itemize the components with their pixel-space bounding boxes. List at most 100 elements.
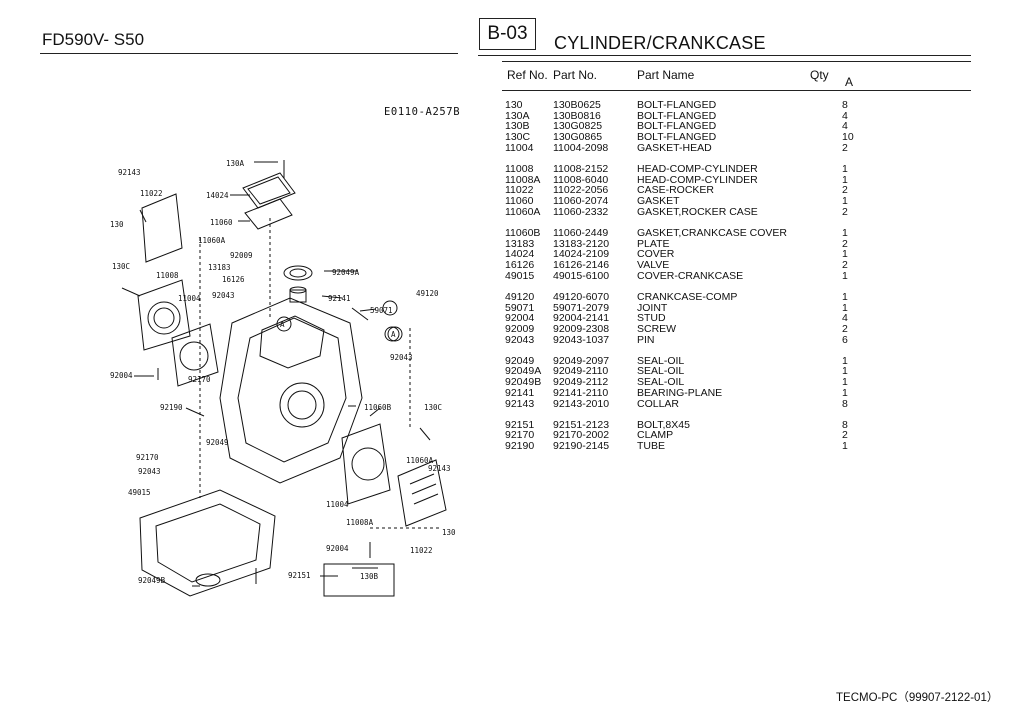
col-header-a: A (845, 75, 854, 89)
page-id-box: B-03 (479, 18, 536, 50)
part-callout: 11060A (198, 236, 226, 245)
part-no-cell: 92004-2141 (553, 312, 610, 325)
qty-cell: 1 (842, 162, 848, 175)
model-underline (40, 53, 458, 54)
part-name-cell: BOLT-FLANGED (637, 131, 717, 144)
part-no-cell: 49015-6100 (553, 269, 610, 282)
part-name-cell: BOLT-FLANGED (637, 99, 717, 111)
qty-cell: 1 (842, 173, 848, 186)
part-callout: 13183 (208, 263, 231, 272)
col-header-part-name: Part Name (637, 68, 695, 82)
ref-no-cell: 130A (505, 109, 530, 122)
ref-no-cell: 92043 (505, 333, 535, 346)
qty-cell: 1 (842, 269, 848, 282)
ref-no-cell: 92151 (505, 418, 535, 431)
ref-no-cell: 92009 (505, 322, 535, 335)
qty-cell: 8 (842, 99, 848, 111)
part-no-cell: 11008-2152 (553, 162, 609, 175)
part-callout: 11022 (140, 189, 163, 198)
part-no-cell: 11008-6040 (553, 173, 609, 186)
table-top-rule (502, 61, 971, 62)
part-no-cell: 11060-2449 (553, 226, 609, 239)
part-callout: 16126 (222, 275, 245, 284)
part-no-cell: 92043-1037 (553, 333, 610, 346)
ref-no-cell: 130 (505, 99, 523, 111)
part-name-cell: COVER (637, 248, 675, 261)
ref-no-cell: 92141 (505, 386, 535, 399)
qty-cell: 1 (842, 195, 848, 207)
part-callout: 92143 (118, 168, 141, 177)
qty-cell: 10 (842, 131, 854, 144)
ref-no-cell: 92004 (505, 312, 535, 325)
table-row: 11060 11060-2074 GASKET 1 (505, 196, 865, 207)
part-callout: 14024 (206, 191, 229, 200)
qty-cell: 1 (842, 376, 848, 389)
title-underline (478, 55, 971, 56)
part-callout: 11004 (178, 294, 201, 303)
qty-cell: 2 (842, 429, 848, 442)
part-no-cell: 92170-2002 (553, 429, 610, 442)
part-name-cell: GASKET,CRANKCASE COVER (637, 226, 787, 239)
part-callout: 130 (110, 220, 124, 229)
part-no-cell: 14024-2109 (553, 248, 610, 261)
col-header-qty: Qty (810, 68, 829, 82)
part-name-cell: CRANKCASE-COMP (637, 290, 738, 303)
part-no-cell: 92151-2123 (553, 418, 610, 431)
qty-cell: 2 (842, 237, 848, 250)
ref-no-cell: 11060 (505, 195, 534, 207)
ref-no-cell: 130B (505, 120, 530, 133)
part-name-cell: COVER-CRANKCASE (637, 269, 744, 282)
part-callout: 49120 (416, 289, 439, 298)
part-name-cell: COLLAR (637, 397, 680, 410)
part-callout: 92170 (188, 375, 211, 384)
ref-no-cell: 92190 (505, 440, 535, 453)
part-name-cell: CLAMP (637, 429, 674, 442)
table-row: 92043 92043-1037 PIN 6 (505, 333, 865, 346)
qty-cell: 2 (842, 141, 848, 154)
qty-cell: 6 (842, 333, 848, 346)
part-callout: 92151 (288, 571, 311, 580)
part-callout: 92009 (230, 251, 253, 260)
part-callout: 92143 (428, 464, 451, 473)
ref-no-cell: 11060B (505, 226, 541, 239)
part-no-cell: 130G0825 (553, 120, 603, 133)
part-name-cell: TUBE (637, 440, 666, 453)
part-callout: 49015 (128, 488, 151, 497)
part-no-cell: 11060-2074 (553, 195, 609, 207)
part-callout: 92049B (138, 576, 166, 585)
qty-cell: 1 (842, 301, 848, 314)
marker-a-1: A (280, 320, 285, 329)
part-no-cell: 49120-6070 (553, 290, 610, 303)
part-callout: 11008 (156, 271, 179, 280)
part-name-cell: GASKET (637, 195, 680, 207)
ref-no-cell: 16126 (505, 258, 535, 271)
part-callout: 11008A (346, 518, 374, 527)
col-header-part-no: Part No. (553, 68, 598, 82)
qty-cell: 2 (842, 205, 848, 218)
part-no-cell: 92141-2110 (553, 386, 609, 399)
part-name-cell: BEARING-PLANE (637, 386, 723, 399)
ref-no-cell: 92049A (505, 365, 542, 378)
page-title: CYLINDER/CRANKCASE (554, 33, 766, 53)
part-callout: 11060B (364, 403, 392, 412)
part-name-cell: BOLT,8X45 (637, 418, 690, 431)
part-name-cell: VALVE (637, 258, 670, 271)
part-name-cell: PIN (637, 333, 655, 346)
part-name-cell: BOLT-FLANGED (637, 120, 717, 133)
part-name-cell: SEAL-OIL (637, 354, 685, 367)
qty-cell: 4 (842, 120, 848, 133)
part-callout: 92170 (136, 453, 159, 462)
